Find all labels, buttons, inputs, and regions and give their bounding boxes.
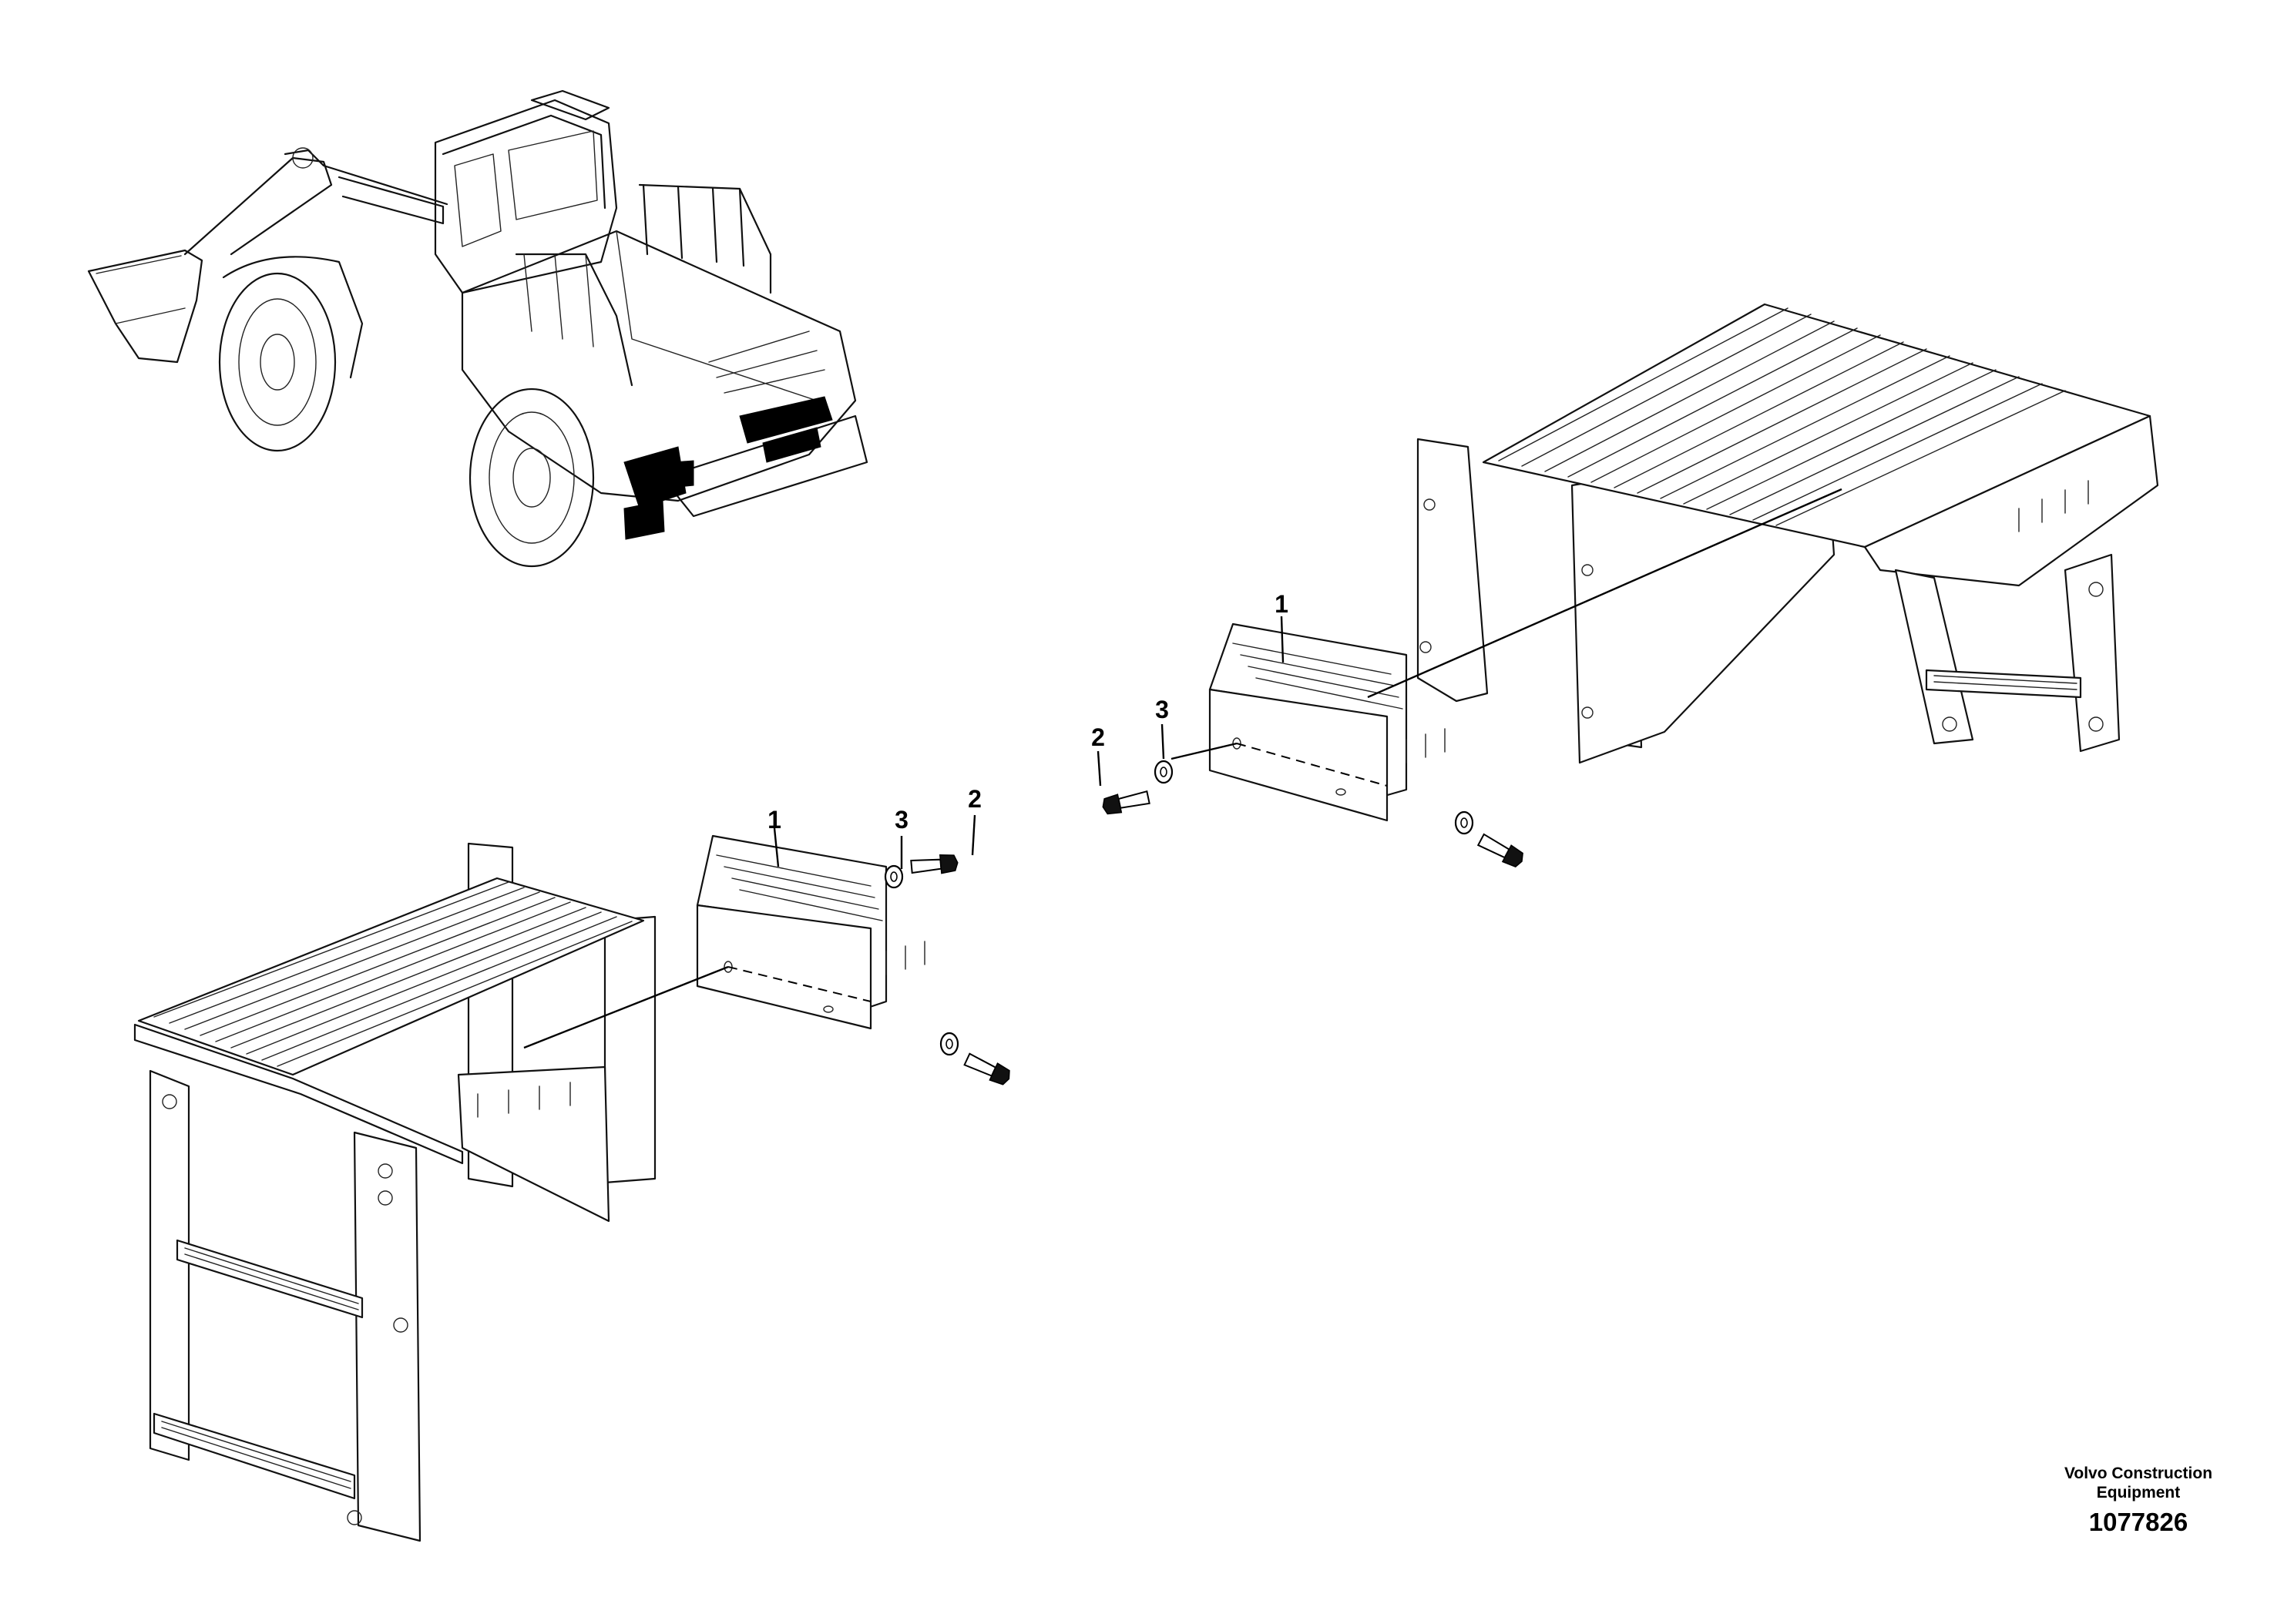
callout-left-step: 1 [767, 806, 781, 834]
highlighted-step-right [739, 396, 833, 463]
brand-block: Volvo Construction Equipment 1077826 [2034, 1464, 2242, 1539]
callout-right-washer: 3 [1155, 696, 1169, 723]
left-step-part [696, 834, 925, 1030]
brand-line2: Equipment [2096, 1484, 2181, 1502]
right-platform-assembly [1416, 303, 2159, 764]
callout-left-washer: 3 [895, 806, 909, 834]
callout-right-bolt: 2 [1091, 723, 1105, 751]
right-grating-bars [1498, 307, 2066, 526]
highlighted-step-left [623, 446, 694, 540]
left-grating-bars [153, 881, 633, 1067]
brand-line1: Volvo Construction [2064, 1465, 2213, 1482]
left-platform-assembly [133, 842, 657, 1542]
drawing-number: 1077826 [2088, 1508, 2188, 1536]
callout-left-bolt: 2 [968, 785, 982, 813]
wheel-loader-overview [87, 89, 868, 568]
right-step-part [1208, 622, 1446, 822]
callout-right-step: 1 [1275, 590, 1288, 618]
